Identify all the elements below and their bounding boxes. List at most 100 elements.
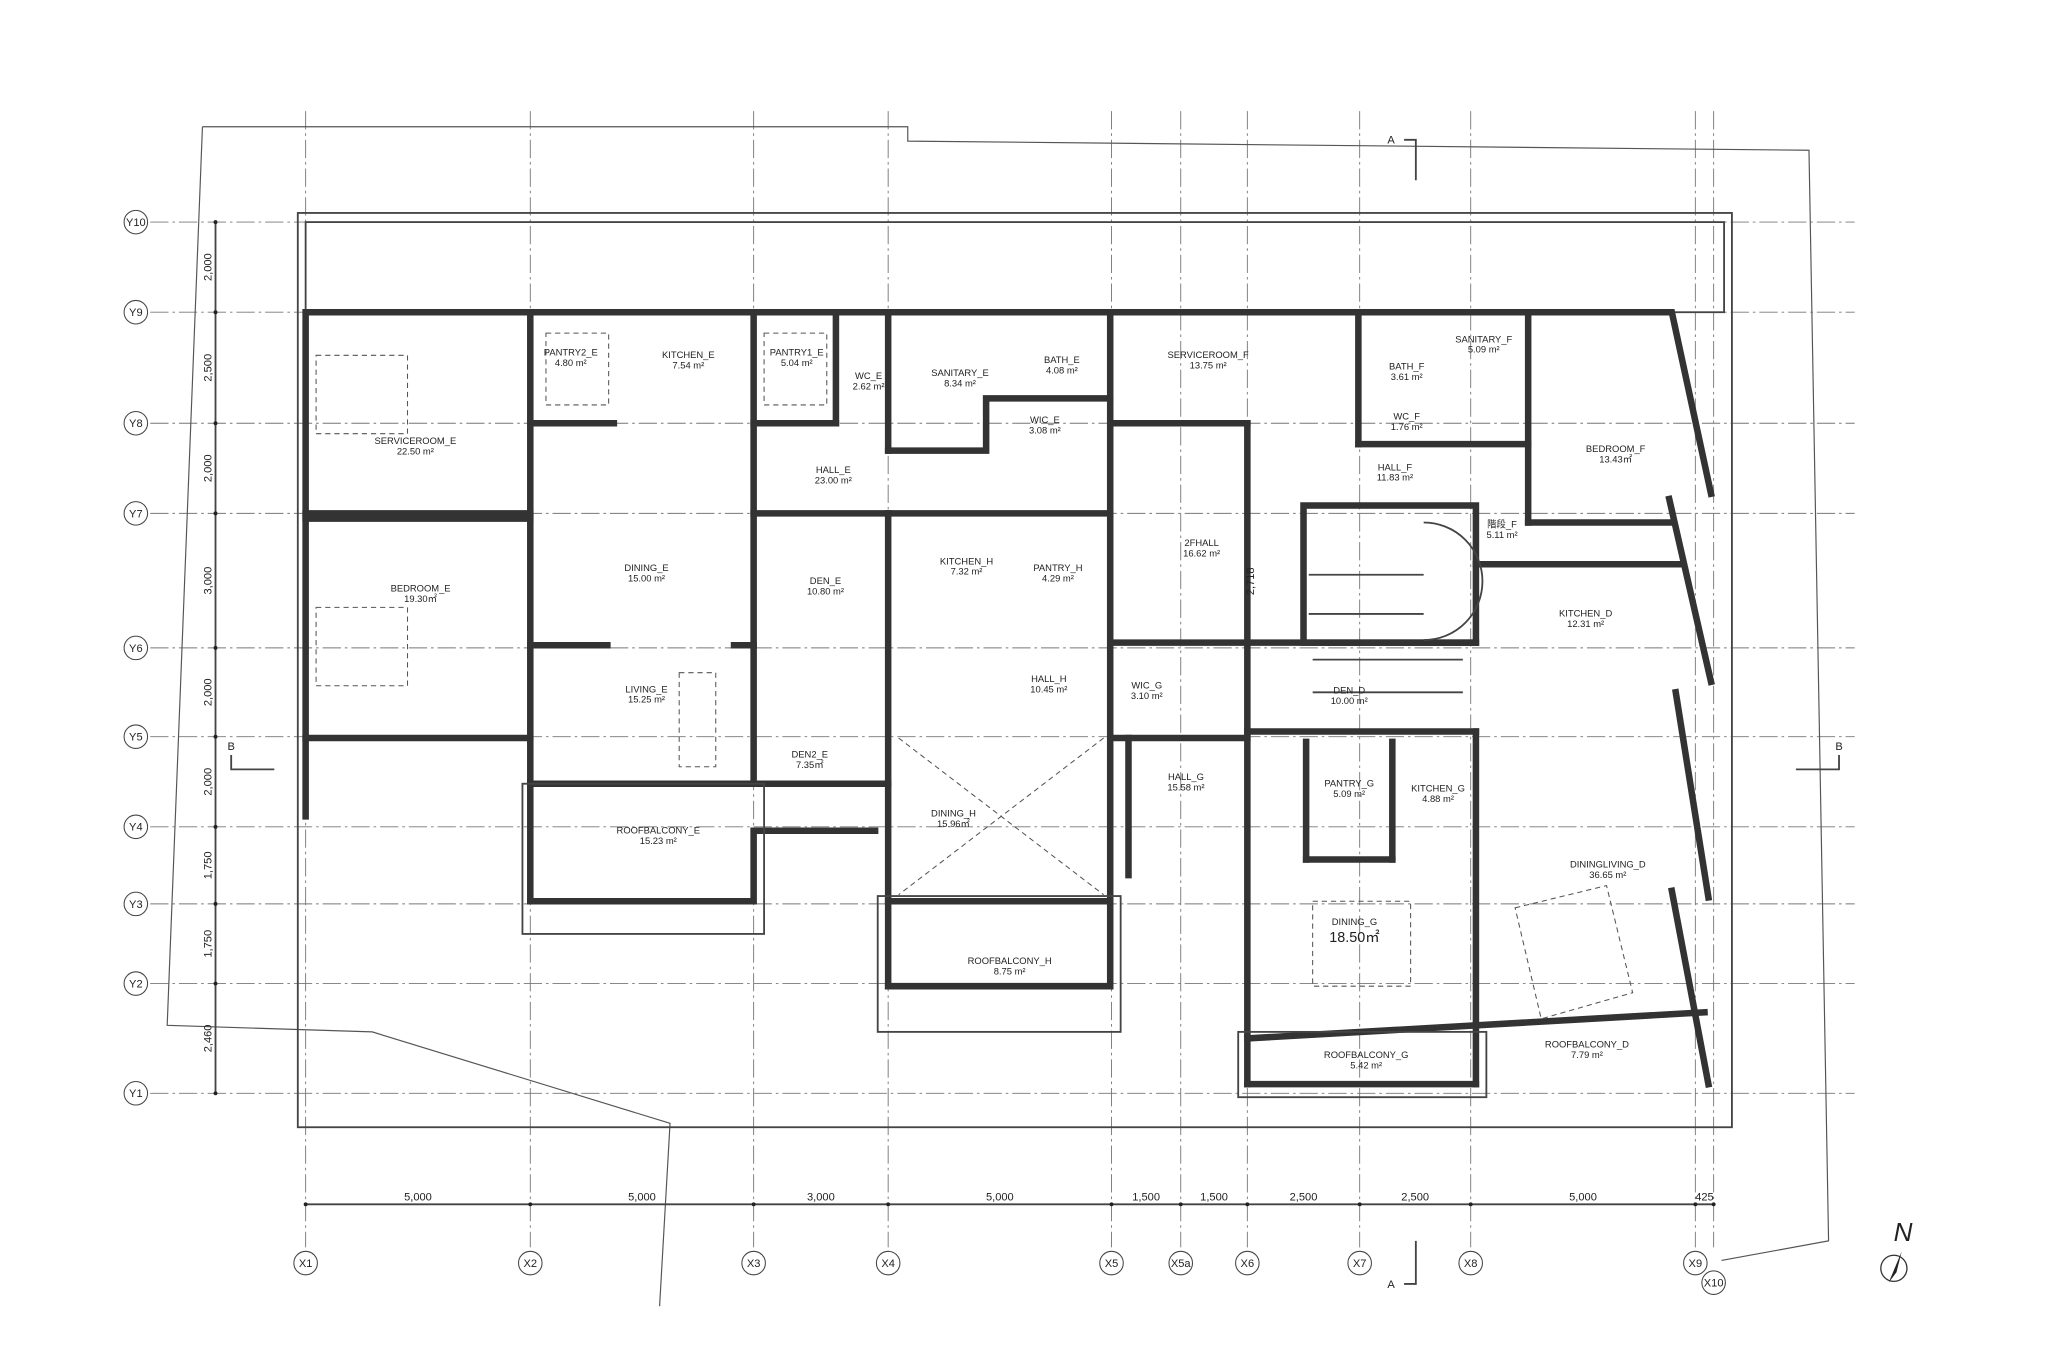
dimension-y: 1,750	[203, 930, 215, 958]
room-name: WIC_G	[1131, 679, 1162, 690]
room-label: KITCHEN_E7.54 m²	[662, 349, 715, 370]
section-marker-b-right: B	[1795, 741, 1843, 771]
section-label: B	[227, 741, 234, 753]
grid-bubble	[123, 635, 149, 661]
dimension-y: 2,500	[203, 354, 215, 382]
grid-bubble	[1168, 1250, 1194, 1276]
room-label: SERVICEROOM_F13.75 m²	[1168, 349, 1249, 370]
grid-label-y: Y3	[129, 899, 143, 911]
room-name: BATH_F	[1389, 361, 1425, 372]
room-area: 16.62 m²	[1183, 547, 1220, 558]
room-label: SANITARY_F5.09 m²	[1455, 333, 1512, 354]
room-label: HALL_F11.83 m²	[1377, 461, 1413, 482]
dimension-x: 1,500	[1200, 1191, 1228, 1203]
grid-bubble	[123, 724, 149, 749]
room-label: BEDROOM_E19.30㎡	[391, 583, 451, 604]
room-name: SANITARY_F	[1455, 333, 1512, 344]
room-name: LIVING_E	[625, 683, 667, 694]
dimension-x: 2,500	[1401, 1191, 1429, 1203]
dimension-tick	[303, 1202, 308, 1207]
room-name: ROOFBALCONY_H	[968, 955, 1052, 966]
room-label: ROOFBALCONY_G5.42 m²	[1324, 1049, 1409, 1070]
section-label: B	[1835, 741, 1842, 753]
dimension-tick	[213, 220, 218, 225]
room-name: KITCHEN_E	[662, 349, 715, 360]
room-name: DINING_G	[1332, 916, 1377, 927]
room-area: 15.58 m²	[1167, 781, 1204, 792]
room-label: DEN_D10.00 m²	[1331, 685, 1368, 706]
section-marker-b-left: B	[227, 741, 275, 771]
room-label: PANTRY2_E4.80 m²	[544, 346, 598, 367]
room-name: DINING_H	[931, 807, 976, 818]
room-area: 15.96㎡	[937, 818, 970, 829]
dimension-tick	[751, 1202, 756, 1207]
room-area: 1.76 m²	[1391, 421, 1423, 432]
room-label: WC_F1.76 m²	[1391, 410, 1423, 431]
room-label: WC_E2.62 m²	[853, 370, 885, 391]
grid-label-y: Y1	[129, 1088, 143, 1100]
room-label: DEN_E10.80 m²	[807, 575, 844, 596]
grid-bubble	[123, 971, 149, 996]
grid-bubble	[123, 891, 149, 917]
room-name: 階段_F	[1487, 519, 1517, 530]
dimension-x: 5,000	[404, 1191, 432, 1203]
room-area: 7.54 m²	[672, 359, 704, 370]
room-area: 5.11 m²	[1486, 529, 1517, 540]
room-name: WC_E	[855, 370, 882, 381]
grid-label-y: Y10	[126, 217, 146, 229]
north-label: N	[1894, 1217, 1913, 1247]
room-area: 5.42 m²	[1350, 1059, 1382, 1070]
room-name: PANTRY2_E	[544, 346, 598, 357]
room-area: 3.10 m²	[1131, 690, 1163, 701]
room-area: 15.23 m²	[640, 835, 677, 846]
dimension-x: 3,000	[807, 1191, 835, 1203]
room-label: PANTRY1_E5.04 m²	[770, 346, 824, 367]
stair-dimension: 2,718	[1245, 567, 1257, 595]
room-area: 4.80 m²	[555, 357, 587, 368]
north-arrow-icon: N	[1880, 1217, 1913, 1283]
grid-bubble	[293, 1250, 318, 1276]
room-area: 15.00 m²	[628, 572, 665, 583]
grid-bubble	[1347, 1250, 1372, 1276]
grid-label-x: X9	[1689, 1258, 1703, 1270]
grid-label-x: X6	[1241, 1258, 1255, 1270]
room-area: 3.08 m²	[1029, 425, 1061, 436]
grid-label-x: X8	[1464, 1258, 1478, 1270]
dimension-tick	[1693, 1202, 1698, 1207]
room-area: 5.09 m²	[1333, 788, 1365, 799]
room-area: 23.00 m²	[815, 474, 852, 485]
room-label: SANITARY_E8.34 m²	[931, 367, 989, 388]
room-area: 3.61 m²	[1391, 371, 1423, 382]
room-label: HALL_H10.45 m²	[1030, 673, 1067, 694]
room-area: 8.34 m²	[944, 378, 976, 389]
dimension-tick	[213, 421, 218, 426]
dimension-tick	[213, 734, 218, 739]
room-area: 13.43㎡	[1599, 453, 1632, 464]
dimension-y: 2,460	[203, 1025, 215, 1053]
room-name: DEN_D	[1333, 685, 1365, 696]
grid-bubble	[518, 1250, 543, 1276]
room-name: KITCHEN_G	[1411, 783, 1465, 794]
room-name: HALL_F	[1378, 461, 1413, 472]
grid-label-x: X7	[1353, 1258, 1367, 1270]
room-area: 10.45 m²	[1030, 683, 1067, 694]
room-label: KITCHEN_H7.32 m²	[940, 555, 993, 576]
grid-label-y: Y6	[129, 643, 143, 655]
room-label: LIVING_E15.25 m²	[625, 683, 667, 704]
room-name: DEN_E	[810, 575, 841, 586]
room-name: SERVICEROOM_F	[1168, 349, 1249, 360]
grid-bubble	[123, 501, 149, 526]
dimension-y: 2,000	[203, 678, 215, 706]
grid-label-x: X3	[747, 1258, 761, 1270]
dimension-tick	[1245, 1202, 1250, 1207]
room-label: DININGLIVING_D36.65 m²	[1570, 858, 1646, 879]
site-boundary	[166, 126, 1830, 1307]
room-name: PANTRY_H	[1033, 562, 1082, 573]
section-label: A	[1387, 1279, 1395, 1291]
dimension-tick	[886, 1202, 891, 1207]
grid-bubble	[741, 1250, 766, 1276]
room-label: KITCHEN_D12.31 m²	[1559, 608, 1612, 629]
grid-label-x: X5	[1105, 1258, 1119, 1270]
